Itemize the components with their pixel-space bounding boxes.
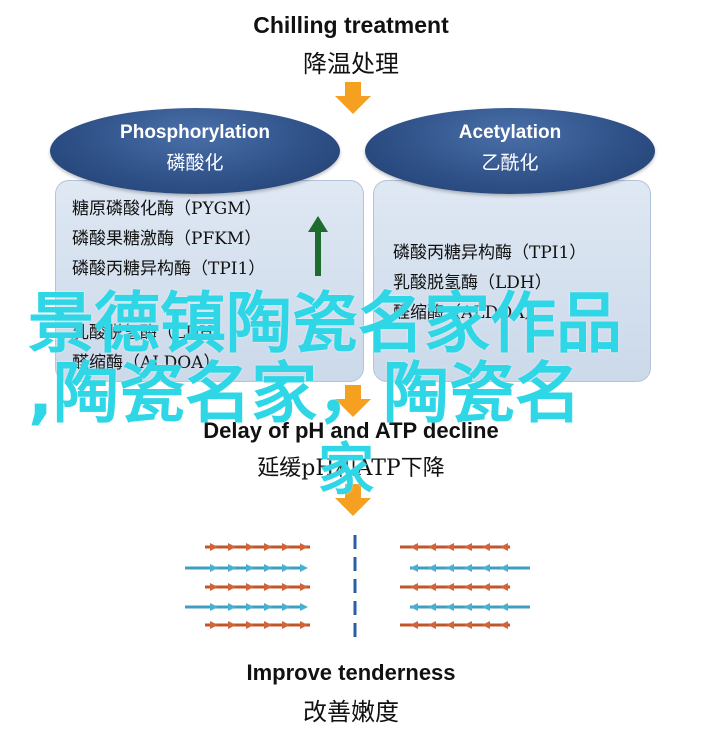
phosphorylation-panel — [55, 180, 364, 382]
watermark-line-3: 家 — [318, 438, 374, 503]
acetylation-panel — [373, 180, 651, 382]
delay-title-zh: 延缓pH和ATP下降 — [257, 456, 445, 481]
enzyme-item: 乳酸脱氢酶（LDH） — [72, 323, 231, 343]
enzyme-item: 乳酸脱氢酶（LDH） — [393, 273, 552, 293]
phosphorylation-oval: Phosphorylation 磷酸化 — [50, 108, 340, 194]
acetylation-heading-en: Acetylation — [458, 122, 562, 143]
acetylation-heading-zh: 乙酰化 — [481, 152, 539, 174]
muscle-fiber-diagram-icon — [185, 535, 530, 645]
enzyme-item: 醛缩酶（ALDOA） — [72, 353, 221, 373]
orange-down-arrow-icon — [335, 484, 371, 516]
tenderness-title-zh: 改善嫩度 — [303, 698, 399, 726]
enzyme-item: 磷酸丙糖异构酶（TPI1） — [72, 259, 266, 279]
enzyme-item: 糖原磷酸化酶（PYGM） — [72, 199, 262, 219]
delay-title-en: Delay of pH and ATP decline — [203, 418, 499, 443]
enzyme-item: 醛缩酶（ALDOA） — [393, 303, 542, 323]
watermark-line-2: ,陶瓷名家，陶瓷名 — [28, 355, 582, 432]
enzyme-item: 磷酸果糖激酶（PFKM） — [72, 229, 262, 249]
chilling-title-zh: 降温处理 — [303, 50, 399, 78]
tenderness-title-en: Improve tenderness — [246, 660, 456, 685]
phosphorylation-heading-zh: 磷酸化 — [166, 152, 224, 174]
chilling-title-en: Chilling treatment — [253, 12, 449, 38]
phosphorylation-heading-en: Phosphorylation — [120, 122, 270, 143]
orange-down-arrow-icon — [335, 385, 371, 417]
orange-down-arrow-icon — [335, 82, 371, 114]
watermark-line-1: 景德镇陶瓷名家作品 — [28, 285, 622, 362]
green-up-arrow-icon — [308, 216, 328, 276]
acetylation-oval: Acetylation 乙酰化 — [365, 108, 655, 194]
enzyme-item: 磷酸丙糖异构酶（TPI1） — [393, 243, 587, 263]
